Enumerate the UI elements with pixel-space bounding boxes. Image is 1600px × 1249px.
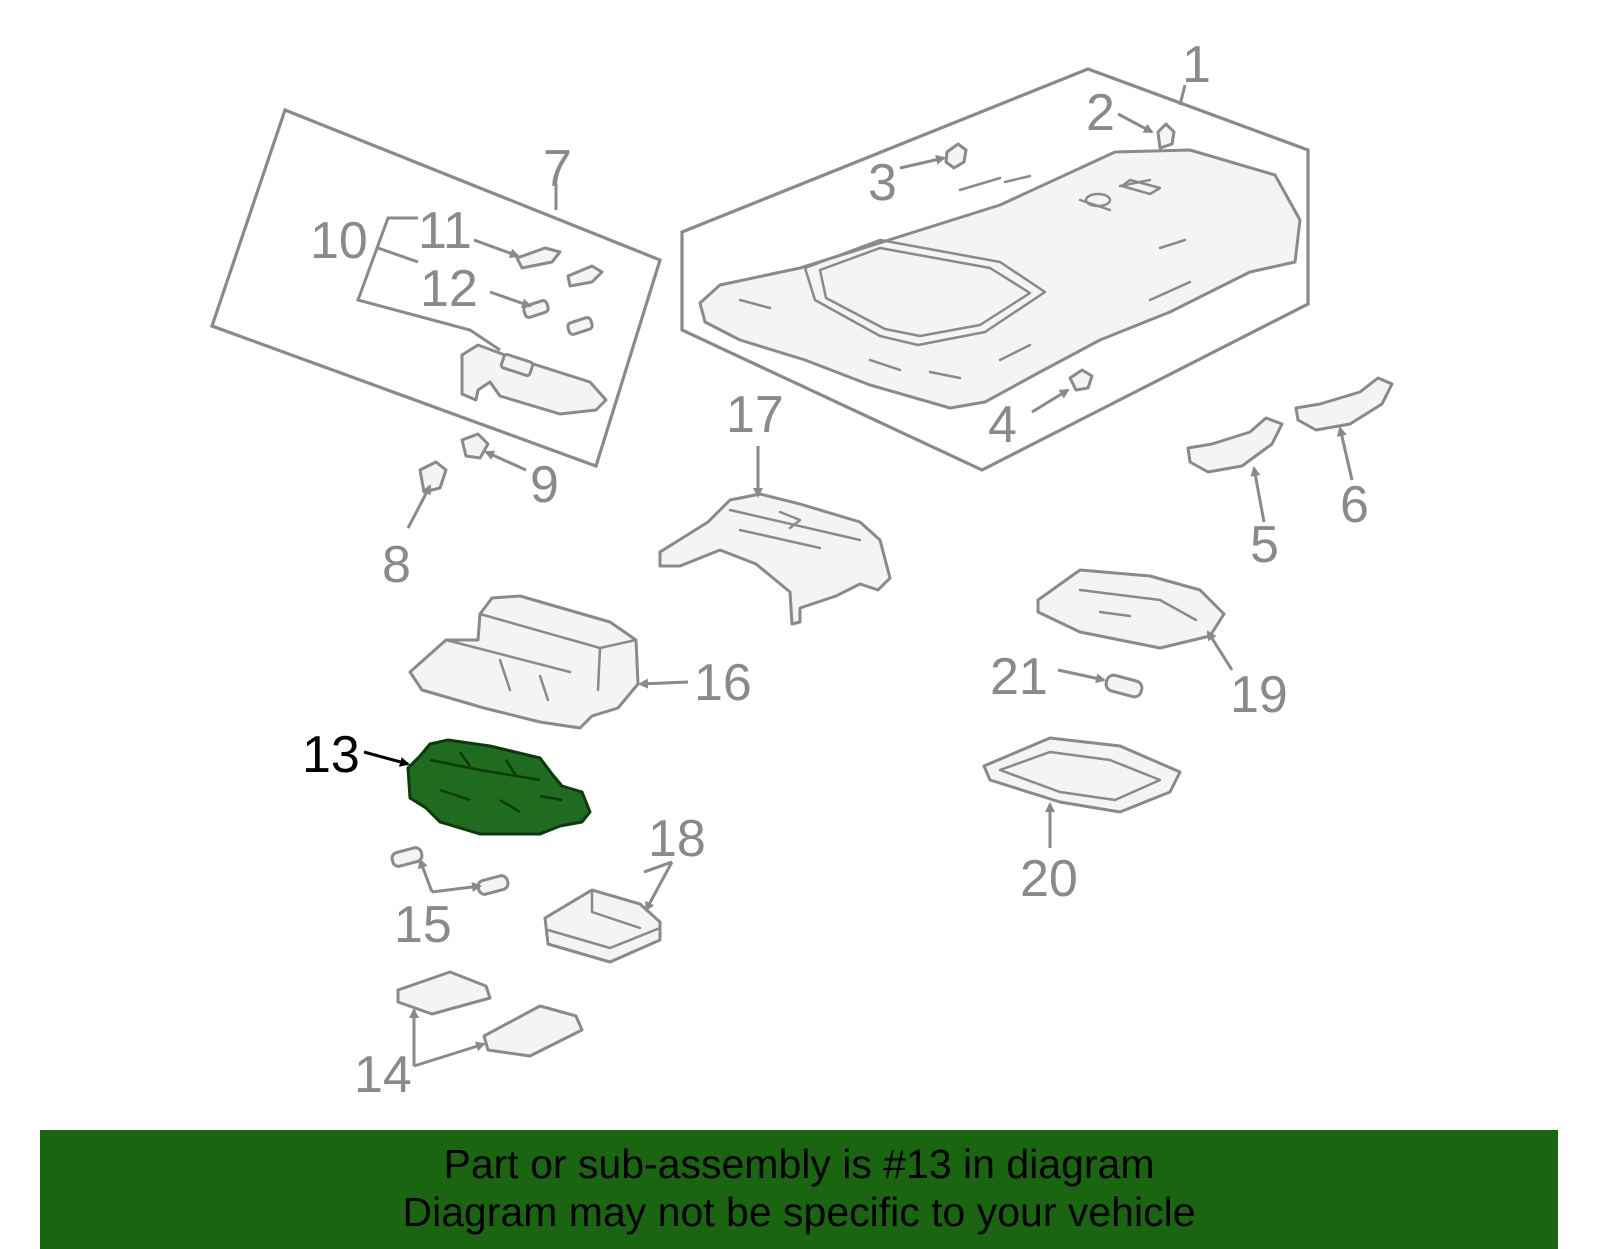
callout-19: 19 xyxy=(1230,666,1288,724)
console-bracket-17 xyxy=(658,492,892,626)
bulb-icon xyxy=(566,316,594,336)
bulb-icon xyxy=(1104,673,1144,699)
callout-12: 12 xyxy=(420,260,478,318)
console-16 xyxy=(408,594,640,730)
part-13-highlighted xyxy=(406,738,592,836)
lens-14 xyxy=(482,1004,584,1058)
clip-icon xyxy=(1068,368,1094,392)
callout-11: 11 xyxy=(418,202,472,260)
banner-line-2: Diagram may not be specific to your vehi… xyxy=(402,1189,1196,1235)
callout-18: 18 xyxy=(648,810,706,868)
lamp-19 xyxy=(1036,568,1226,650)
headliner-frame xyxy=(680,67,1310,472)
callout-5: 5 xyxy=(1250,516,1279,574)
clip-icon xyxy=(515,246,562,270)
grab-handle-6 xyxy=(1294,376,1394,432)
callout-7: 7 xyxy=(543,140,572,198)
grab-handle-5 xyxy=(1186,416,1284,474)
callout-13: 13 xyxy=(302,726,360,784)
callout-20: 20 xyxy=(1020,850,1078,908)
sunvisor-part xyxy=(460,343,608,416)
info-banner: Part or sub-assembly is #13 in diagram D… xyxy=(40,1130,1558,1249)
callout-15: 15 xyxy=(394,896,452,954)
clip-icon xyxy=(418,460,448,494)
callout-16: 16 xyxy=(694,654,752,712)
module-18 xyxy=(543,888,662,964)
callout-9: 9 xyxy=(530,456,559,514)
bulb-icon xyxy=(476,874,510,896)
sunvisor-group xyxy=(209,107,662,469)
clip-icon xyxy=(460,432,490,460)
sunroof-opening xyxy=(803,238,1047,347)
sunvisor-frame xyxy=(209,107,662,469)
bulb-icon xyxy=(390,846,424,868)
callout-10: 10 xyxy=(310,212,368,270)
callout-6: 6 xyxy=(1340,476,1369,534)
bulb-icon xyxy=(522,299,550,319)
callout-2: 2 xyxy=(1086,84,1115,142)
callout-21: 21 xyxy=(990,648,1048,706)
leader-lines xyxy=(363,84,1354,1068)
banner-line-1: Part or sub-assembly is #13 in diagram xyxy=(443,1141,1155,1187)
clip-icon xyxy=(944,142,968,170)
callout-3: 3 xyxy=(868,154,897,212)
headliner-panel xyxy=(698,148,1302,410)
callout-labels: 1 2 3 4 5 6 7 8 9 10 11 12 13 14 15 16 1… xyxy=(302,36,1369,1104)
bracket-10 xyxy=(356,216,501,352)
clip-icon xyxy=(566,264,604,288)
headliner-group xyxy=(680,67,1310,472)
callout-8: 8 xyxy=(382,536,411,594)
callout-17: 17 xyxy=(726,386,784,444)
clip-icon xyxy=(1156,122,1176,150)
callout-14: 14 xyxy=(354,1046,412,1104)
callout-4: 4 xyxy=(988,396,1017,454)
callout-1: 1 xyxy=(1182,36,1211,94)
lens-14 xyxy=(396,970,492,1016)
